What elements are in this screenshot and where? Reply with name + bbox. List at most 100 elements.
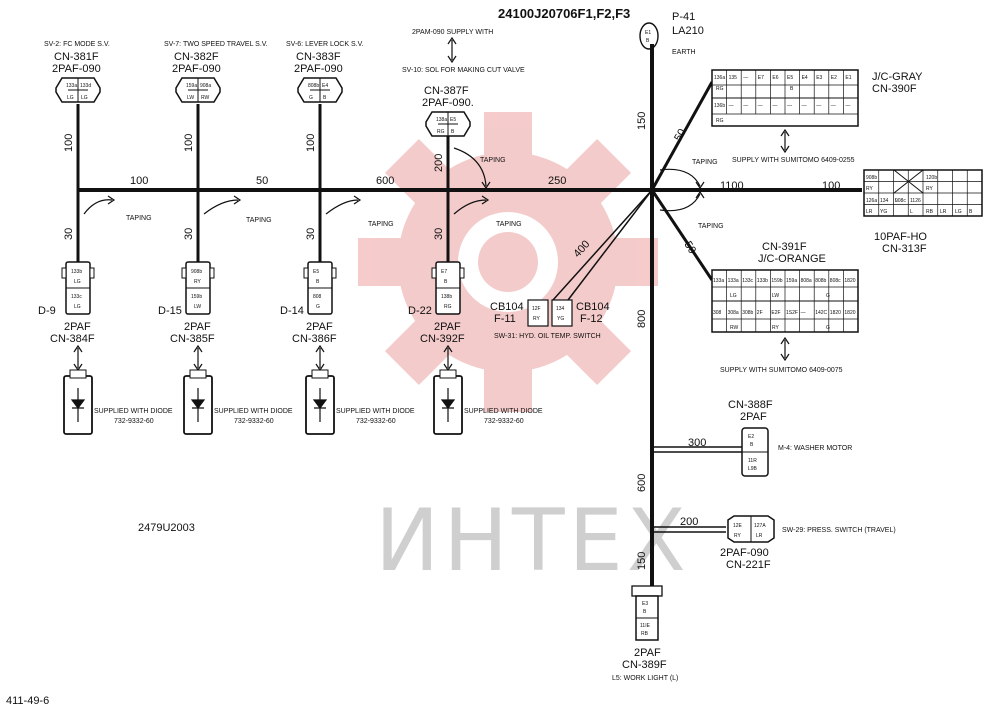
jc-orange-cell: 1820 xyxy=(844,310,855,316)
jc-gray-cell: — xyxy=(845,103,850,109)
drawing-title: 24100J20706F1,F2,F3 xyxy=(498,6,630,21)
wire-length-600-v: 600 xyxy=(636,474,648,492)
jc-gray-cell: E2 xyxy=(831,75,837,81)
valve-pin: 133a xyxy=(66,83,77,89)
taping-labels: TAPING TAPING TAPING TAPING TAPING TAPIN… xyxy=(126,157,724,230)
jc-orange-color: G xyxy=(826,325,830,331)
wire-length-150-top: 150 xyxy=(636,112,648,130)
jc-gray-color: RG xyxy=(716,86,724,92)
wire-length-100-right: 100 xyxy=(822,180,840,192)
jc-gray-cell: — xyxy=(787,103,792,109)
valve-type: 2PAF-090 xyxy=(52,63,101,75)
press-pin: 127A xyxy=(754,523,766,529)
taping-label: TAPING xyxy=(698,223,724,230)
valve-pin: 138a xyxy=(436,117,447,123)
cn313-cell: 134 xyxy=(880,198,889,204)
double-arrow-icon xyxy=(447,36,457,64)
jc-orange-cell: 159b xyxy=(771,278,782,284)
washer-motor-connector: CN-388F 2PAF E2 B 11R L9B M-4: WASHER MO… xyxy=(728,399,852,477)
diode-wire-length: 30 xyxy=(305,228,317,240)
jc-orange-cell: E2F xyxy=(771,310,780,316)
jc-orange-cell: 133c xyxy=(742,278,753,284)
cn313-cell: LR xyxy=(866,209,873,215)
valve-pin: B xyxy=(451,129,455,135)
jc-orange-cell: — xyxy=(801,310,806,316)
washer-caption: M-4: WASHER MOTOR xyxy=(778,445,852,452)
valve-pin: LG xyxy=(81,95,88,101)
jc-orange-cell: 308a xyxy=(728,310,739,316)
earth-label: EARTH xyxy=(672,49,696,56)
cn313-cn: CN-313F xyxy=(882,243,927,255)
valve-pin: E5 xyxy=(450,117,456,123)
diode-part-number: 732-9332-60 xyxy=(114,418,154,425)
diode-wire-length: 30 xyxy=(63,228,75,240)
cb104-switch: CB104 F-11 CB104 F-12 12F RY 134 YG SW-3… xyxy=(490,299,610,340)
jc-orange-cell: 159a xyxy=(786,278,797,284)
valve-sv-label: SV-7: TWO SPEED TRAVEL S.V. xyxy=(164,41,268,48)
washer-pin: B xyxy=(750,442,754,448)
jc-gray-cell: — xyxy=(816,103,821,109)
valve-pin: G xyxy=(309,95,313,101)
valve-pin: 133d xyxy=(80,83,91,89)
press-switch-connector: 12E 127A RY LR SW-29: PRESS. SWITCH (TRA… xyxy=(720,515,896,571)
cn313-cell: LG xyxy=(955,209,962,215)
washer-pin: E2 xyxy=(748,434,754,440)
diode-pin: RG xyxy=(444,304,452,310)
wire-length-50: 50 xyxy=(256,175,268,187)
double-arrow-icon xyxy=(193,344,203,372)
valve-type: 2PAF-090. xyxy=(422,97,474,109)
diode-type: 2PAF xyxy=(184,321,211,333)
cb-caption: SW-31: HYD. OIL TEMP. SWITCH xyxy=(494,333,601,340)
diode-pin: E5 xyxy=(313,269,319,275)
diode-supplied: SUPPLIED WITH DIODE xyxy=(214,408,293,415)
diode-pin: LG xyxy=(74,279,81,285)
work-light-type: 2PAF xyxy=(634,647,661,659)
jc-orange-color: G xyxy=(826,293,830,299)
cb-pin: 134 xyxy=(556,306,565,312)
jc-orange-color: LG xyxy=(730,293,737,299)
diode-pin: G xyxy=(316,304,320,310)
valve-sv-label: SV-2: FC MODE S.V. xyxy=(44,41,110,48)
valve-pin: 908a xyxy=(200,83,211,89)
jc-gray-cell: — xyxy=(802,103,807,109)
wire-length-1100: 1100 xyxy=(720,180,744,192)
washer-pin: 11R xyxy=(748,458,757,464)
cb-pin: YG xyxy=(557,316,564,322)
work-light-pin: RB xyxy=(641,631,649,637)
jc-orange-cell: 1820 xyxy=(844,278,855,284)
taping-label: TAPING xyxy=(480,157,506,164)
cn313-cell: L xyxy=(910,209,913,215)
diode-id: D-14 xyxy=(280,305,304,317)
jc-gray-label: J/C-GRAY xyxy=(872,71,923,83)
diode-part-number: 732-9332-60 xyxy=(484,418,524,425)
diode-cn: CN-385F xyxy=(170,333,215,345)
cn313-cell: 908b xyxy=(866,175,877,181)
jc-gray-cell: — xyxy=(743,103,748,109)
diode-pin: RY xyxy=(194,279,202,285)
jc-gray-cell: 136b xyxy=(714,103,725,109)
jc-orange-cell: 808a xyxy=(801,278,812,284)
valve-pin: LW xyxy=(187,95,194,101)
work-light-pin: E3 xyxy=(642,601,648,607)
valve-type: 2PAF-090 xyxy=(172,63,221,75)
cn313-cell: YG xyxy=(880,209,887,215)
diode-icon xyxy=(312,388,328,422)
cn313-cell: 1126 xyxy=(910,198,921,204)
jc-orange-cn: CN-391F xyxy=(762,241,807,253)
diode-supplied: SUPPLIED WITH DIODE xyxy=(464,408,543,415)
valve-cn: CN-382F xyxy=(174,51,219,63)
earth-model: LA210 xyxy=(672,25,704,37)
top-note: 2PAM-090 SUPPLY WITH SV-10: SOL FOR MAKI… xyxy=(402,29,525,74)
wire-length-200-right: 200 xyxy=(680,516,698,528)
cn313-cell: L xyxy=(895,198,898,204)
jc-orange-cell: 133a xyxy=(713,278,724,284)
diode-type: 2PAF xyxy=(306,321,333,333)
jc-gray-cell: E7 xyxy=(758,75,764,81)
